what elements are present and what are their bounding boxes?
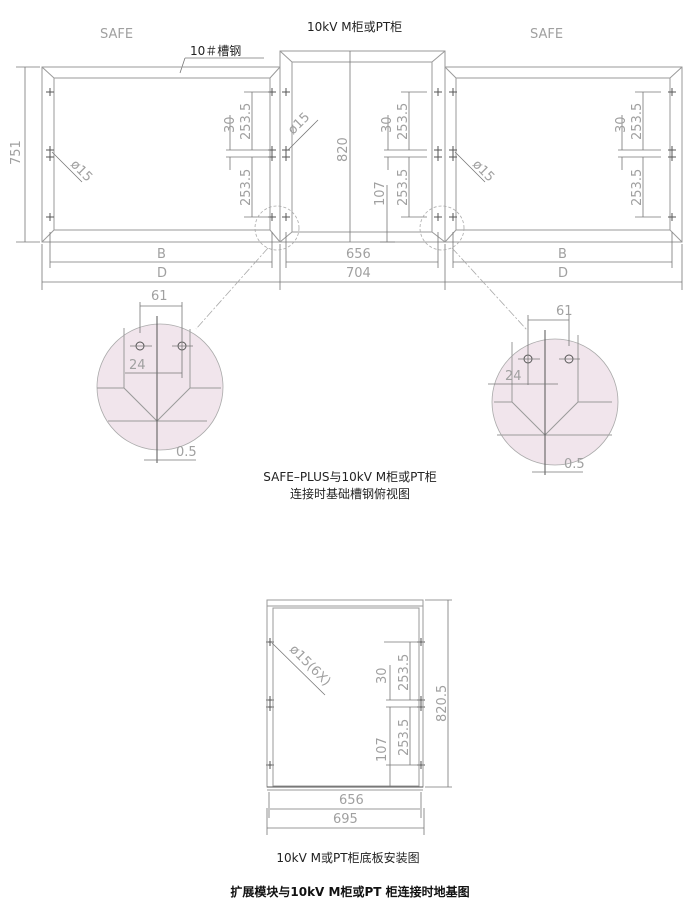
dim-24-left: 24 [129,358,146,373]
dim-phi15-left: ø15 [67,157,95,185]
caption-base-plate: 10kV M或PT柜底板安装图 [276,850,419,865]
hole-mark [434,213,442,221]
dim-253-5-mid-a: 253.5 [396,103,411,140]
hole-mark [46,146,54,154]
dim-820: 820 [336,137,351,162]
dim-253-5-base-a: 253.5 [397,654,412,691]
dim-107-top: 107 [373,181,388,206]
dim-253-5-right-b: 253.5 [630,169,645,206]
dim-30-left: 30 [223,116,238,133]
hole-mark [434,146,442,154]
dim-0-5-left: 0.5 [176,445,197,460]
hole-mark [282,88,290,96]
middle-cabinet-frame [279,50,446,243]
hole-mark [449,153,457,161]
dim-phi15-mid: ø15 [285,110,313,138]
dim-253-5-base-b: 253.5 [397,719,412,756]
dim-253-5-mid-b: 253.5 [396,169,411,206]
dim-0-5-right: 0.5 [564,457,585,472]
detail-view-left [96,302,224,463]
hole-mark [46,153,54,161]
dim-820-5: 820.5 [435,685,450,722]
hole-mark [449,146,457,154]
hole-mark [282,213,290,221]
left-safe-frame [41,66,281,243]
dim-30-right: 30 [614,116,629,133]
dim-d-left: D [157,266,167,281]
dim-253-5-left-b: 253.5 [239,169,254,206]
caption-top-view-line1: SAFE–PLUS与10kV M柜或PT柜 [263,470,436,484]
hole-mark [417,703,425,711]
hole-mark [417,696,425,704]
hole-mark [282,153,290,161]
dim-d-right: D [558,266,568,281]
hole-mark [46,213,54,221]
hole-mark [449,88,457,96]
dim-253-5-right-a: 253.5 [630,103,645,140]
dim-656-base: 656 [339,793,364,808]
hole-mark [668,88,676,96]
channel-steel-label: 10＃槽钢 [190,44,241,58]
main-title: 扩展模块与10kV M柜或PT 柜连接时地基图 [230,884,469,899]
dim-107-base: 107 [375,737,390,762]
base-plate-view [266,599,452,835]
hole-mark [282,146,290,154]
dim-656-top: 656 [346,247,371,262]
hole-mark [449,213,457,221]
dim-253-5-left-a: 253.5 [239,103,254,140]
hole-mark [417,638,425,646]
safe-right-label: SAFE [530,27,563,42]
caption-top-view-line2: 连接时基础槽钢俯视图 [290,486,410,501]
detail-view-right [488,315,619,475]
dim-751: 751 [9,140,24,165]
dim-30-base: 30 [375,667,390,684]
safe-left-label: SAFE [100,27,133,42]
dim-61-left: 61 [151,289,168,304]
middle-cabinet-title: 10kV M柜或PT柜 [307,20,402,34]
hole-mark [434,88,442,96]
hole-mark [668,146,676,154]
right-safe-frame [444,66,683,243]
hole-mark [668,213,676,221]
dim-695: 695 [333,812,358,827]
dim-30-mid: 30 [380,116,395,133]
dimension-lines [16,51,683,290]
hole-mark [668,153,676,161]
dim-704: 704 [346,266,371,281]
dim-phi15-right: ø15 [469,157,497,185]
dim-b-right: B [558,247,567,262]
dim-b-left: B [157,247,166,262]
hole-mark [46,88,54,96]
hole-mark [434,153,442,161]
dim-phi15-6x: ø15(6X) [286,642,333,689]
hole-mark [417,761,425,769]
dim-61-right: 61 [556,304,573,319]
dim-24-right: 24 [505,369,522,384]
